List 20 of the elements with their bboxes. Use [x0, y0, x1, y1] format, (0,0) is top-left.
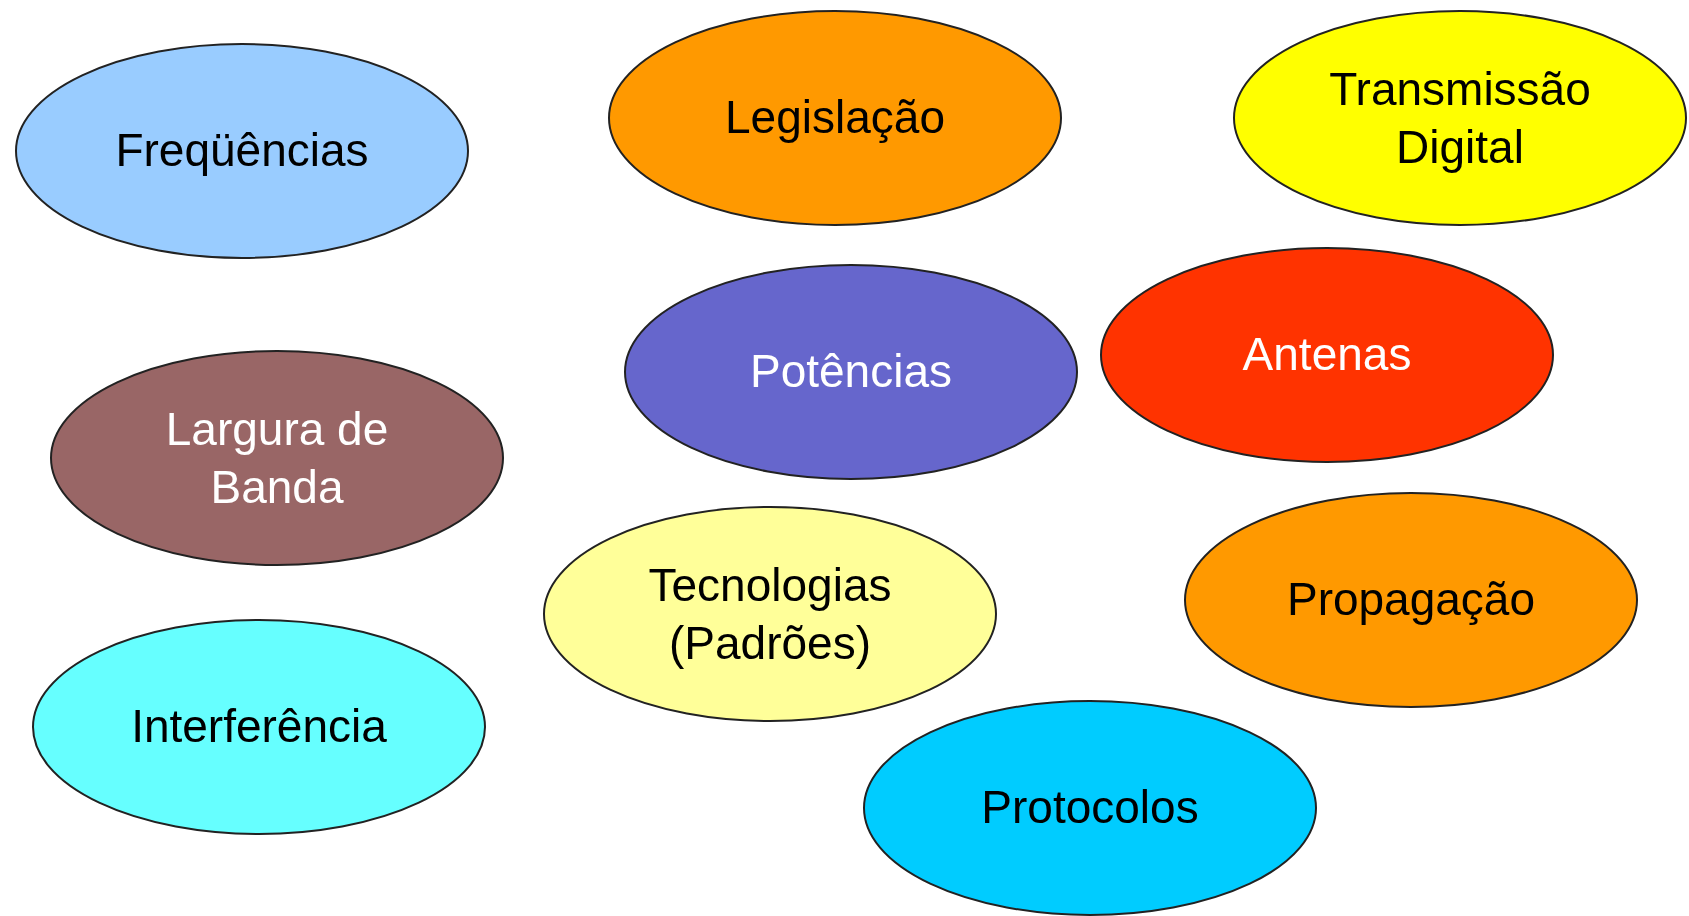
topic-label: Interferência [130, 699, 388, 755]
topic-ellipse [623, 263, 1079, 481]
topic-ellipse [14, 42, 470, 260]
topic-ellipse [49, 349, 505, 567]
topic-label: Largura de Banda [164, 401, 390, 514]
topic-ellipse [542, 505, 998, 723]
topic-ellipse [31, 618, 487, 836]
topic-ellipse [1183, 491, 1639, 709]
topic-label: Freqüências [114, 123, 370, 179]
topic-label: Protocolos [980, 780, 1200, 836]
topic-label: Transmissão Digital [1328, 61, 1592, 175]
topic-ellipse [1099, 246, 1555, 464]
topic-label: Antenas [1241, 327, 1413, 383]
topic-label: Propagação [1285, 572, 1537, 628]
topic-ellipse [607, 9, 1063, 227]
topic-ellipse [862, 699, 1318, 916]
topic-ellipse [1232, 9, 1688, 227]
topic-label: Potências [749, 344, 953, 400]
topic-label: Legislação [724, 90, 946, 146]
topic-label: Tecnologias (Padrões) [647, 557, 893, 671]
